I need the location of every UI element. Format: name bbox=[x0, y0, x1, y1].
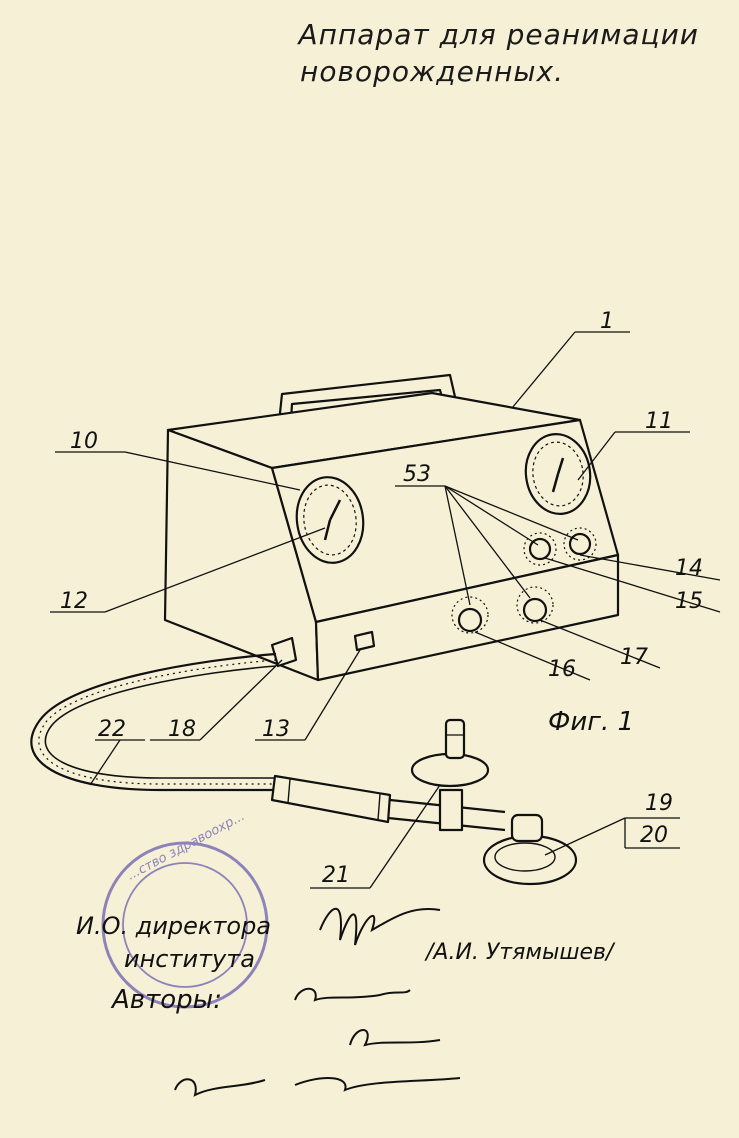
handwritten-signatures bbox=[174, 907, 461, 1097]
knob-16 bbox=[457, 607, 483, 633]
stamp-ring-text: ...ство здравоохр... bbox=[125, 809, 248, 884]
callout-1: 1 bbox=[600, 309, 614, 334]
mask-connector bbox=[510, 813, 544, 843]
institute-stamp: ...ство здравоохр... bbox=[101, 809, 269, 1009]
title-line-1: Аппарат для реанимации bbox=[298, 18, 699, 51]
callout-12: 12 bbox=[60, 589, 88, 614]
power-switch bbox=[353, 630, 376, 652]
valve-stem bbox=[444, 718, 466, 760]
callout-22: 22 bbox=[98, 717, 126, 742]
gauge-left bbox=[295, 476, 365, 564]
acting-director-label-1: И.О. директора bbox=[76, 912, 272, 940]
gauge-right bbox=[524, 433, 592, 515]
callout-16: 16 bbox=[548, 657, 576, 682]
knob-17 bbox=[522, 597, 548, 623]
knob-15 bbox=[528, 537, 552, 561]
authors-label: Авторы: bbox=[112, 985, 222, 1015]
title-line-2: новорожденных. bbox=[300, 55, 564, 88]
hose-connector bbox=[270, 636, 298, 668]
callout-17: 17 bbox=[620, 645, 648, 670]
callout-53: 53 bbox=[403, 462, 431, 487]
callout-14: 14 bbox=[675, 556, 703, 581]
leader-lines bbox=[50, 331, 721, 889]
director-name: /А.И. Утямышев/ bbox=[426, 940, 614, 965]
callout-19: 19 bbox=[645, 791, 673, 816]
figure-label: Фиг. 1 bbox=[548, 707, 634, 737]
callout-11: 11 bbox=[645, 409, 673, 434]
callout-21: 21 bbox=[322, 863, 350, 888]
hose-grip bbox=[270, 774, 392, 824]
case-front-lower bbox=[314, 553, 620, 682]
acting-director-label-2: института bbox=[124, 945, 255, 973]
callout-15: 15 bbox=[675, 589, 703, 614]
knob-14 bbox=[568, 532, 592, 556]
callout-10: 10 bbox=[70, 429, 98, 454]
breathing-hose bbox=[30, 652, 277, 792]
callout-20: 20 bbox=[640, 823, 668, 848]
callout-18: 18 bbox=[168, 717, 196, 742]
callout-13: 13 bbox=[262, 717, 290, 742]
